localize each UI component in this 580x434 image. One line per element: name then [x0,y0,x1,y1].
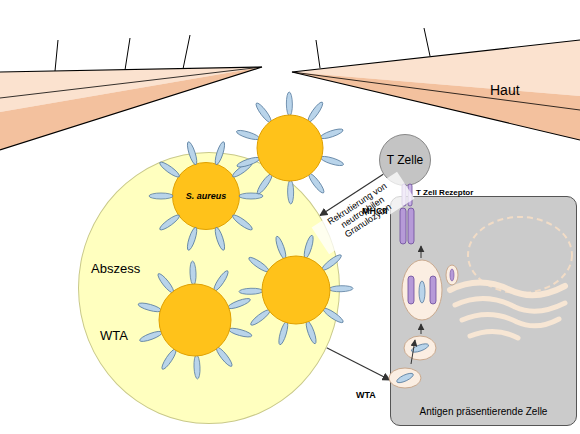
wta-spike [287,180,293,204]
wta-spike [236,155,261,168]
vesicle [446,265,458,285]
wta-spike [277,321,290,346]
transport-arrow [411,340,415,364]
wta-spike [213,141,226,166]
wta-spike [212,269,230,292]
wta-spike [158,213,181,232]
node-label: T Zelle [387,153,423,167]
wta-label: WTA [356,390,376,400]
wta-molecule [419,281,425,303]
wta-spike [231,213,254,232]
wta-spike [322,306,345,325]
transport-arrow [421,324,422,334]
golgi [455,298,565,311]
wta-molecule [396,371,415,384]
skin-edge [292,72,580,110]
vesicle [389,368,421,388]
wta-spike [139,329,164,343]
connector-arrow [327,348,390,380]
wta-spike [302,234,315,259]
hair [316,40,320,68]
wta-spike [329,285,353,292]
bacterium [159,284,231,356]
bacterium [262,256,330,324]
wta-spike [274,235,288,260]
wta-spike [304,320,318,345]
vesicle [402,260,442,320]
wta-spike [255,172,274,195]
skin-layer [0,67,262,150]
skin-edge [0,67,262,150]
node-label: Abszess [91,261,140,276]
wta-spike [213,226,226,251]
mhc-molecule [400,208,406,244]
wta-spike [247,255,270,274]
hair [424,28,430,56]
wta-spike [254,101,273,124]
wta-spike [149,193,173,199]
wta-spike [189,261,196,285]
wta-spike [186,141,199,166]
receptor-label: T Zell Rezeptor [416,188,473,197]
mhc-label: MHCII [362,206,388,216]
wta-spike [193,355,200,379]
skin-edge [292,40,580,140]
mhc-molecule [430,276,436,304]
vesicle [404,336,436,360]
mhc-molecule [450,269,454,281]
transport-arrow [421,246,422,258]
wta-spike [236,129,261,142]
wta-spike [320,253,343,272]
wta-spike [158,160,181,179]
hair [183,35,190,69]
wta-spike [214,346,234,369]
node-label: Antigen präsentierende Zelle [391,406,576,417]
hair [55,40,58,71]
mhc-molecule [408,208,414,244]
golgi [450,283,565,296]
skin-label: Haut [490,82,520,98]
wta-spike [156,272,176,295]
wta-spike [137,301,162,313]
wta-spike [249,308,272,327]
wta-spike [239,288,263,295]
wta-spike [160,348,178,371]
wta-spike [227,297,252,311]
golgi [470,331,518,338]
skin-edge [0,67,262,98]
wta-label: WTA [100,328,128,343]
golgi [462,314,559,325]
wta-spike [319,127,344,140]
mhc-molecule [408,276,414,304]
node-label: S. aureus [186,191,227,201]
bacterium: S. aureus [172,162,240,230]
wta-spike [228,327,253,339]
wta-spike [286,92,292,116]
hair [125,38,130,70]
wta-spike [320,155,345,168]
wta-spike [306,101,325,124]
wta-spike [186,226,199,251]
wta-spike [307,172,326,195]
bacterium [257,115,323,181]
